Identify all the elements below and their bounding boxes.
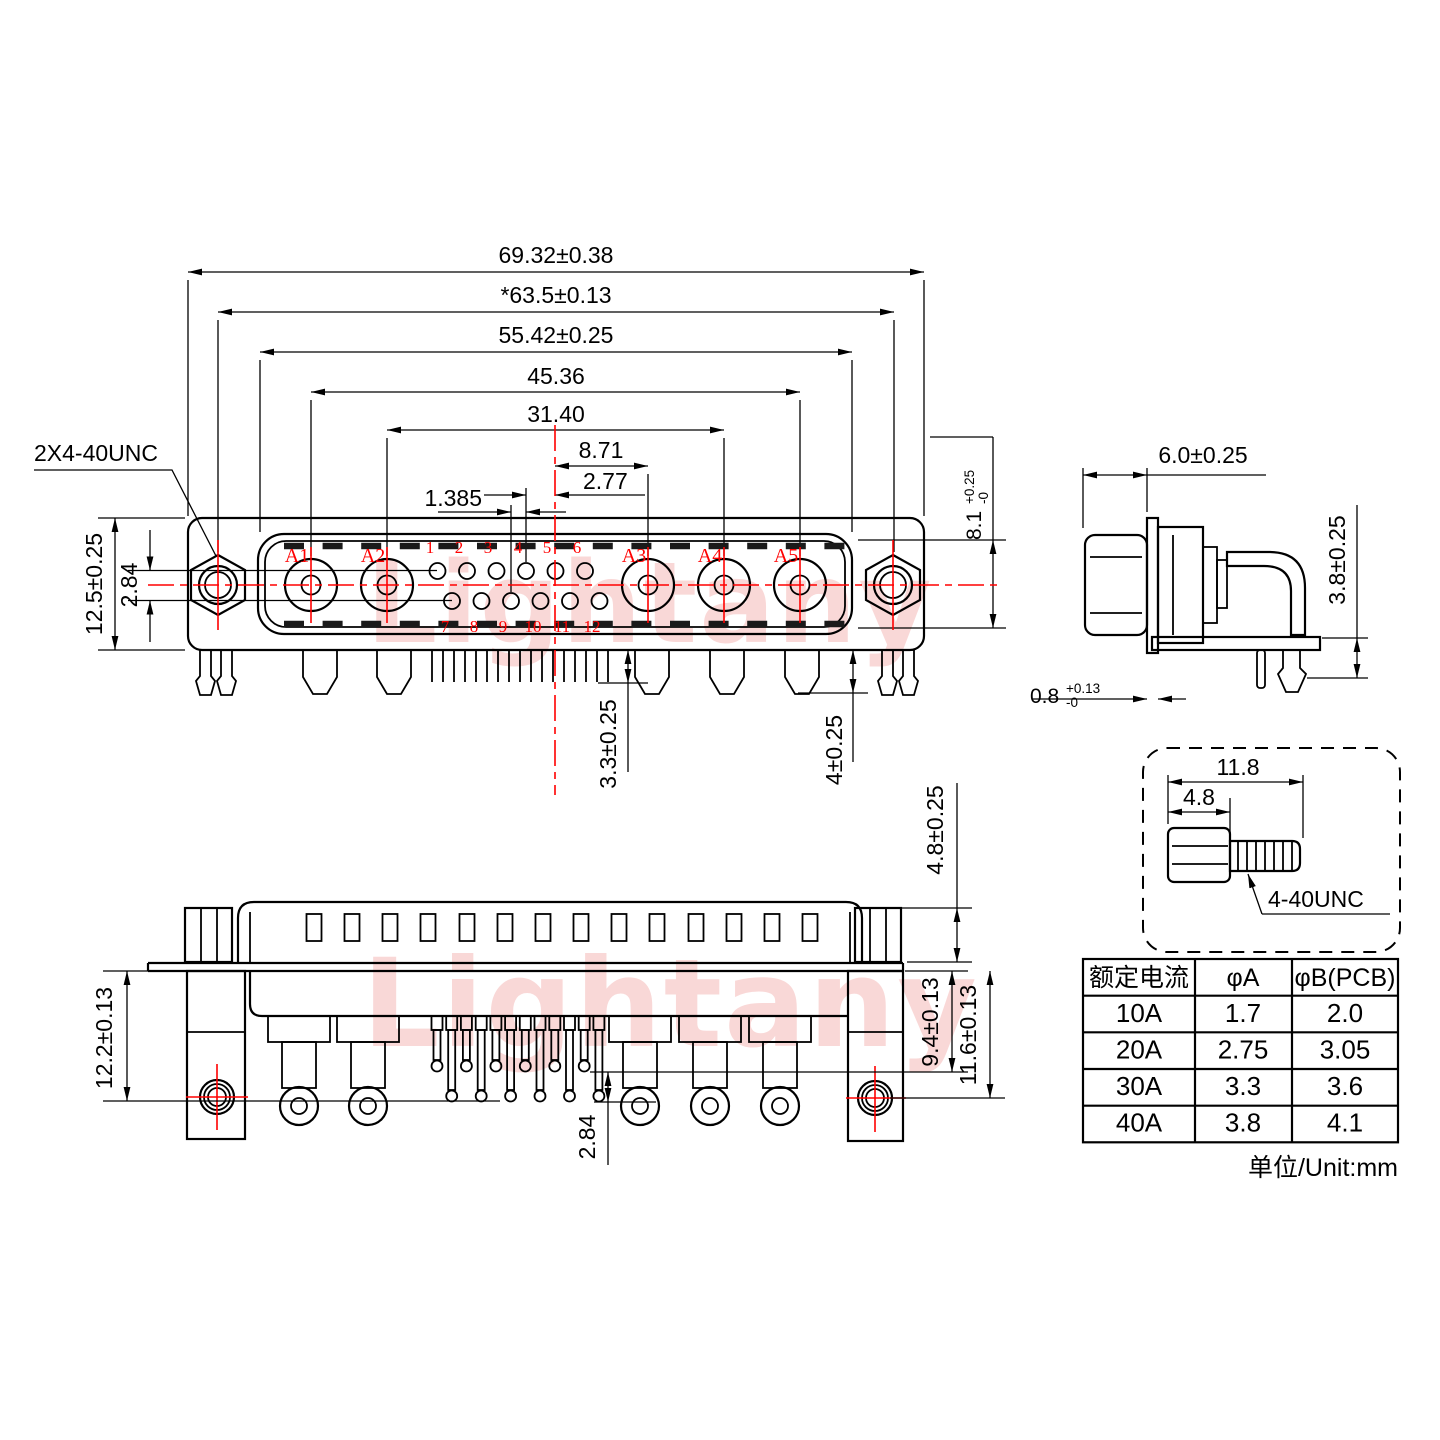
svg-text:10A: 10A <box>1116 998 1163 1028</box>
molded-body-edge <box>248 971 848 1018</box>
watermark-text: Lightany <box>362 933 979 1075</box>
coax-label: A5 <box>774 545 798 567</box>
svg-text:3.6: 3.6 <box>1327 1071 1363 1101</box>
dim-pin-depth: 9.4±0.13 <box>917 977 943 1066</box>
svg-text:8.1: 8.1 <box>963 511 986 540</box>
signal-pin-comb <box>431 650 609 682</box>
table-row: 10A 1.7 2.0 <box>1116 998 1363 1028</box>
side-pin <box>1256 649 1266 689</box>
screw-detail: 11.8 4.8 4-40UNC <box>1142 747 1401 953</box>
side-barb-pin <box>1276 649 1308 693</box>
dim-screw-head: 4.8 <box>1183 784 1215 810</box>
spec-table: 额定电流 φA φB(PCB) 10A 1.7 2.0 20A 2.75 3.05 30… <box>1081 957 1400 1182</box>
dim-row-offset: 2.84 <box>116 562 142 607</box>
dim-center-to-a3: 8.71 <box>579 437 624 463</box>
shell-slots <box>305 913 819 942</box>
right-angle-arm <box>1225 550 1307 637</box>
coax-legs <box>267 1015 812 1127</box>
dim-depth: 6.0±0.25 <box>1158 442 1247 468</box>
table-row: 20A 2.75 3.05 <box>1116 1035 1370 1065</box>
dim-inner-span: 31.40 <box>527 401 585 427</box>
dim-flange-thickness: 0.8 +0.13 -0 <box>1030 681 1100 710</box>
pin-number: 2 <box>455 538 464 557</box>
table-header-phi-b: φB(PCB) <box>1295 964 1396 992</box>
dim-shell-opening: 8.1 +0.25 -0 <box>962 470 991 540</box>
unit-note: 单位/Unit:mm <box>1248 1154 1398 1182</box>
svg-text:4.1: 4.1 <box>1327 1108 1363 1138</box>
pin-number: 9 <box>499 617 508 636</box>
pin-number: 8 <box>470 617 479 636</box>
dim-bracket-height: 12.2±0.13 <box>91 987 117 1089</box>
coax-label: A2 <box>361 545 385 567</box>
dim-shell-width: 55.42±0.25 <box>499 322 614 348</box>
signal-pins <box>428 562 609 610</box>
detail-frame <box>1142 747 1401 953</box>
pin-number: 11 <box>554 617 570 636</box>
screw-thread-callout: 4-40UNC <box>1268 886 1364 912</box>
bottom-view: 12.2±0.13 2.84 9.4±0.13 11.6±0.13 4.8±0.… <box>91 783 1005 1165</box>
svg-text:2.0: 2.0 <box>1327 998 1363 1028</box>
table-row: 30A 3.3 3.6 <box>1116 1071 1363 1101</box>
coax-label: A3 <box>622 545 646 567</box>
svg-text:3.05: 3.05 <box>1320 1035 1371 1065</box>
pin-number: 7 <box>441 617 450 636</box>
pin-number: 12 <box>584 617 601 636</box>
screw-thread-shaft <box>1228 839 1302 873</box>
pin-number: 10 <box>525 617 542 636</box>
table-header-current: 额定电流 <box>1089 964 1189 992</box>
solder-feet <box>195 649 919 696</box>
table-header-phi-a: φA <box>1227 964 1260 992</box>
shell-edge <box>236 900 864 962</box>
pcb-bracket-left <box>185 969 247 1141</box>
front-view: 69.32±0.38 *63.5±0.13 55.42±0.25 45.36 3… <box>34 242 1006 795</box>
svg-text:2.75: 2.75 <box>1218 1035 1269 1065</box>
pin-number: 6 <box>573 538 582 557</box>
svg-text:30A: 30A <box>1116 1071 1163 1101</box>
connector-body-outline <box>186 516 926 652</box>
svg-text:0.8: 0.8 <box>1030 685 1059 708</box>
svg-text:+0.25: +0.25 <box>962 470 977 504</box>
side-view: 6.0±0.25 3.8±0.25 0.8 +0.13 -0 <box>1030 442 1368 710</box>
svg-text:40A: 40A <box>1116 1108 1163 1138</box>
dim-screw-total: 11.8 <box>1216 754 1259 780</box>
svg-text:-0: -0 <box>1066 695 1078 710</box>
side-housing <box>1156 525 1205 645</box>
svg-text:1.7: 1.7 <box>1225 998 1261 1028</box>
side-flange <box>1145 516 1160 655</box>
pin-number: 1 <box>426 538 435 557</box>
dim-pin-pitch: 2.77 <box>583 468 628 494</box>
pin-number: 5 <box>543 538 552 557</box>
svg-text:-0: -0 <box>976 492 991 504</box>
side-hex-nut <box>1083 533 1149 637</box>
dim-body-height: 12.5±0.25 <box>81 533 107 635</box>
signal-pin-legs <box>430 1015 606 1103</box>
pin-number: 4 <box>514 538 523 557</box>
pcb-bracket-right <box>846 969 905 1143</box>
table-row: 40A 3.8 4.1 <box>1116 1108 1363 1138</box>
coax-label: A1 <box>285 545 309 567</box>
dim-standoff: 4.8±0.25 <box>922 785 948 874</box>
svg-text:3.8: 3.8 <box>1225 1108 1261 1138</box>
bracket-plate <box>1150 635 1322 652</box>
dim-coax-span: 45.36 <box>527 363 585 389</box>
svg-text:20A: 20A <box>1116 1035 1163 1065</box>
thread-callout: 2X4-40UNC <box>34 440 158 466</box>
watermark-layer: Lightany Lightany <box>362 539 979 1075</box>
dim-hole-depth: 11.6±0.13 <box>955 985 981 1085</box>
dim-pin-half-pitch: 1.385 <box>424 485 482 511</box>
coax-label: A4 <box>698 545 722 567</box>
svg-text:3.3: 3.3 <box>1225 1071 1261 1101</box>
dim-mount-span: *63.5±0.13 <box>500 282 611 308</box>
screw-head <box>1166 826 1232 884</box>
dim-pin-length: 3.3±0.25 <box>595 699 621 788</box>
dim-overall-width: 69.32±0.38 <box>499 242 614 268</box>
pin-number: 3 <box>484 538 493 557</box>
dim-foot-length: 4±0.25 <box>821 715 847 785</box>
dim-pin-offset: 3.8±0.25 <box>1324 515 1350 604</box>
centerlines <box>148 425 1002 795</box>
standoff-left <box>183 906 234 964</box>
svg-text:+0.13: +0.13 <box>1066 681 1100 696</box>
dim-tip-offset: 2.84 <box>574 1114 600 1159</box>
